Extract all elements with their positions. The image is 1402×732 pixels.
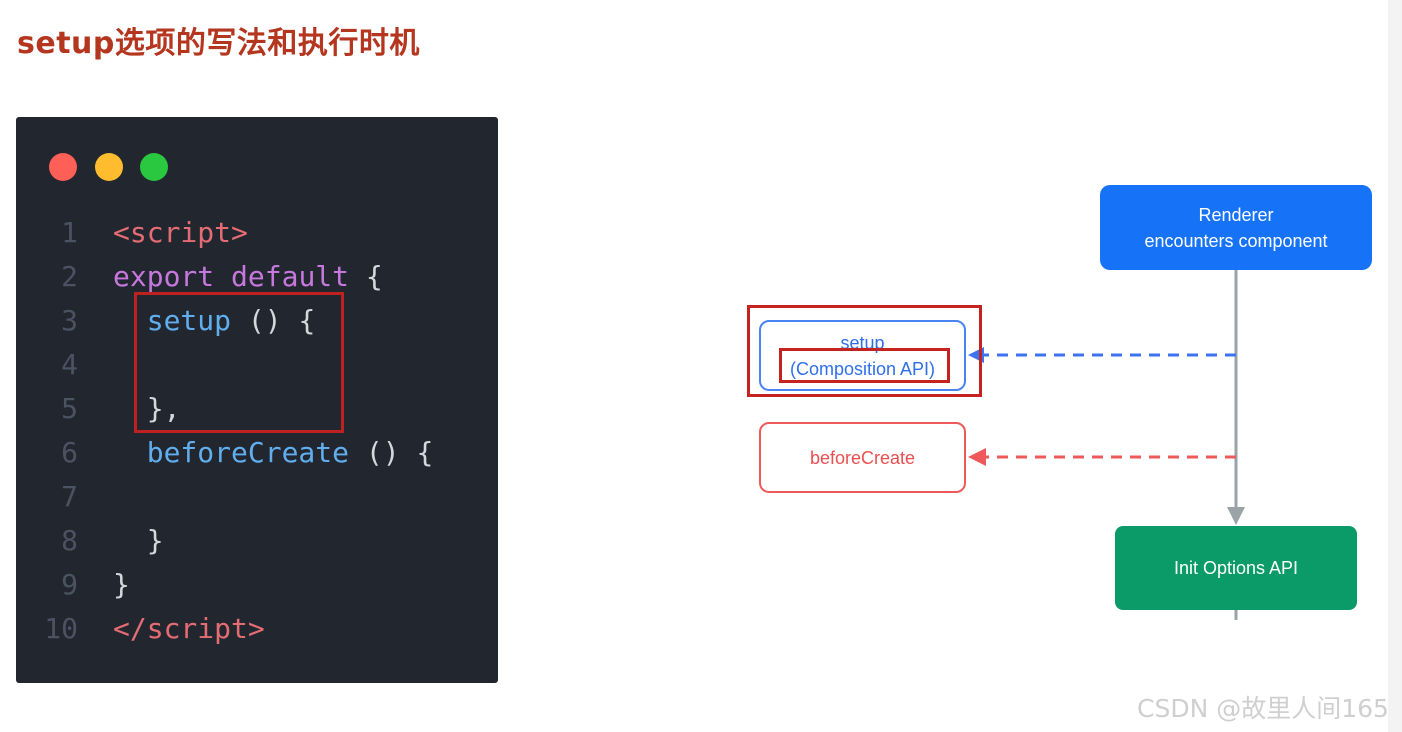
code-token: export <box>113 260 215 293</box>
before-create-arrowhead <box>968 448 986 466</box>
code-line: 2 export default { <box>16 255 498 299</box>
code-token: { <box>349 260 383 293</box>
setup-box-highlight <box>747 305 982 397</box>
before-create-label: beforeCreate <box>809 447 916 468</box>
setup-code-highlight <box>134 292 344 433</box>
code-line: 7 <box>16 475 498 519</box>
line-number: 7 <box>61 480 78 513</box>
code-line: 5 }, <box>16 387 498 431</box>
composition-api-highlight <box>779 348 950 383</box>
code-token: > <box>247 612 265 645</box>
renderer-label-line2: encounters component <box>1144 230 1328 251</box>
main-flow-arrowhead <box>1227 507 1245 525</box>
right-edge-strip <box>1388 0 1402 732</box>
window-close-dot <box>49 153 77 181</box>
page-title: setup选项的写法和执行时机 <box>17 26 420 61</box>
code-token: setup <box>146 304 232 337</box>
line-number: 6 <box>61 436 78 469</box>
code-token: } <box>113 568 130 601</box>
code-text: }, <box>113 387 181 431</box>
code-token: () { <box>349 436 434 469</box>
line-number: 2 <box>61 260 78 293</box>
code-token: beforeCreate <box>146 436 350 469</box>
line-number: 1 <box>61 216 78 249</box>
before-create-box: beforeCreate <box>759 422 966 493</box>
code-token: </ <box>113 612 147 645</box>
code-token: }, <box>113 392 181 425</box>
code-line: 10 </script> <box>16 607 498 651</box>
code-text: } <box>113 563 130 607</box>
line-number: 10 <box>44 612 78 645</box>
code-line: 4 <box>16 343 498 387</box>
code-line: 3 setup () { <box>16 299 498 343</box>
code-line: 8 } <box>16 519 498 563</box>
init-options-label: Init Options API <box>1173 558 1299 578</box>
code-token: default <box>231 260 350 293</box>
code-text: <script> <box>113 211 248 255</box>
window-minimize-dot <box>95 153 123 181</box>
code-token: script <box>146 612 248 645</box>
code-token: () { <box>231 304 316 337</box>
line-number: 5 <box>61 392 78 425</box>
code-line: 1 <script> <box>16 211 498 255</box>
code-text: beforeCreate () { <box>113 431 434 475</box>
code-token: <script> <box>113 216 248 249</box>
line-number: 4 <box>61 348 78 381</box>
renderer-box: Renderer encounters component <box>1100 185 1372 270</box>
composition-api-label: (Composition API) <box>789 358 936 379</box>
line-number: 8 <box>61 524 78 557</box>
code-text: </script> <box>113 607 265 651</box>
code-text: setup () { <box>113 299 316 343</box>
code-line: 9} <box>16 563 498 607</box>
window-maximize-dot <box>140 153 168 181</box>
code-token: } <box>113 524 164 557</box>
line-number: 9 <box>61 568 78 601</box>
renderer-label-line1: Renderer <box>1198 204 1274 225</box>
code-text: } <box>113 519 164 563</box>
setup-box: setup (Composition API) <box>759 320 966 391</box>
line-number: 3 <box>61 304 78 337</box>
code-text: export default { <box>113 255 383 299</box>
code-line: 6 beforeCreate () { <box>16 431 498 475</box>
setup-label: setup <box>840 332 885 353</box>
watermark: CSDN @故里人间165 <box>1137 694 1389 723</box>
init-options-box: Init Options API <box>1115 526 1357 610</box>
